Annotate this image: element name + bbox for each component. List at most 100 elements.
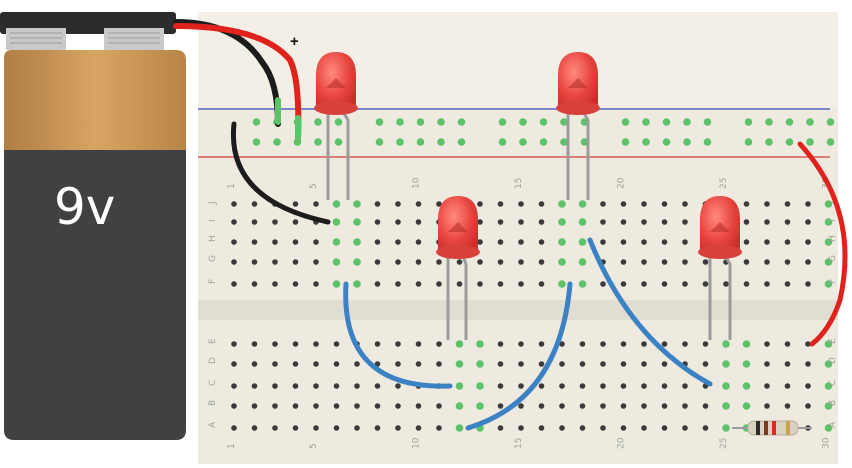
active-hole: [824, 382, 833, 390]
hole: [251, 219, 258, 225]
hole: [395, 361, 401, 367]
active-hole: [519, 138, 527, 146]
hole: [395, 201, 401, 207]
hole: [477, 281, 483, 287]
hole: [292, 259, 299, 265]
active-hole: [252, 118, 261, 126]
active-hole: [824, 360, 833, 368]
active-hole: [765, 138, 773, 146]
active-hole: [722, 382, 730, 390]
active-hole: [476, 360, 484, 368]
hole: [395, 383, 401, 389]
active-hole: [332, 238, 341, 246]
active-hole: [785, 118, 794, 126]
hole: [395, 281, 401, 287]
hole: [272, 341, 278, 347]
hole: [620, 425, 627, 431]
row-letter: I: [828, 219, 838, 222]
hole: [272, 403, 278, 409]
red-wire-from-battery: [173, 23, 302, 143]
hole: [559, 341, 565, 347]
hole: [354, 361, 360, 367]
hole: [518, 403, 524, 409]
hole: [231, 239, 237, 245]
active-hole: [744, 138, 753, 146]
active-hole: [455, 424, 464, 432]
hole: [456, 259, 463, 265]
active-hole: [621, 118, 630, 126]
hole: [313, 341, 319, 347]
center-channel: [198, 300, 838, 320]
active-hole: [824, 280, 833, 288]
active-hole: [742, 360, 751, 368]
hole: [702, 259, 709, 265]
hole: [805, 361, 811, 367]
hole: [682, 259, 688, 265]
hole: [641, 425, 647, 431]
hole: [333, 425, 340, 431]
hole: [313, 383, 319, 389]
active-hole: [539, 118, 548, 126]
hole: [436, 259, 442, 265]
hole: [292, 201, 299, 207]
blue-wire-1: [343, 281, 453, 389]
hole: [518, 259, 524, 265]
hole: [682, 403, 688, 409]
hole: [805, 403, 811, 409]
hole: [538, 425, 545, 431]
active-hole: [332, 218, 341, 226]
active-hole: [621, 138, 630, 146]
hole: [620, 259, 627, 265]
hole: [374, 281, 381, 287]
battery-body: [4, 150, 186, 440]
row-letter: E: [208, 338, 218, 344]
hole: [374, 201, 381, 207]
hole: [477, 259, 483, 265]
row-letter: J: [208, 201, 218, 205]
hole: [497, 239, 504, 245]
column-number: 15: [514, 178, 524, 189]
hole: [641, 341, 647, 347]
hole: [682, 201, 688, 207]
hole: [764, 201, 770, 207]
hole: [641, 259, 647, 265]
hole: [333, 383, 340, 389]
active-hole: [683, 118, 691, 126]
hole: [231, 201, 237, 207]
battery: 9v: [0, 12, 186, 440]
hole: [415, 201, 422, 207]
row-letter: G: [208, 255, 218, 262]
active-hole: [353, 258, 361, 266]
hole: [702, 361, 709, 367]
hole: [641, 281, 647, 287]
hole: [415, 219, 422, 225]
hole: [620, 239, 627, 245]
hole: [600, 201, 606, 207]
row-letter: H: [828, 235, 838, 242]
hole: [538, 403, 545, 409]
hole: [538, 239, 545, 245]
battery-cap: [4, 50, 186, 150]
hole: [661, 425, 668, 431]
column-number: 30: [822, 437, 832, 449]
active-hole: [314, 118, 322, 126]
hole: [231, 281, 237, 287]
led-3: [436, 196, 480, 340]
hole: [661, 239, 668, 245]
active-hole: [457, 118, 466, 126]
battery-terminal-left: [6, 28, 66, 50]
hole: [620, 281, 627, 287]
hole: [661, 361, 668, 367]
active-hole: [806, 118, 814, 126]
hole: [497, 281, 504, 287]
active-hole: [642, 138, 650, 146]
hole: [784, 239, 791, 245]
hole: [272, 219, 278, 225]
hole: [784, 341, 791, 347]
hole: [784, 281, 791, 287]
hole: [538, 383, 545, 389]
active-hole: [826, 138, 835, 146]
active-hole: [824, 402, 833, 410]
hole: [354, 403, 360, 409]
